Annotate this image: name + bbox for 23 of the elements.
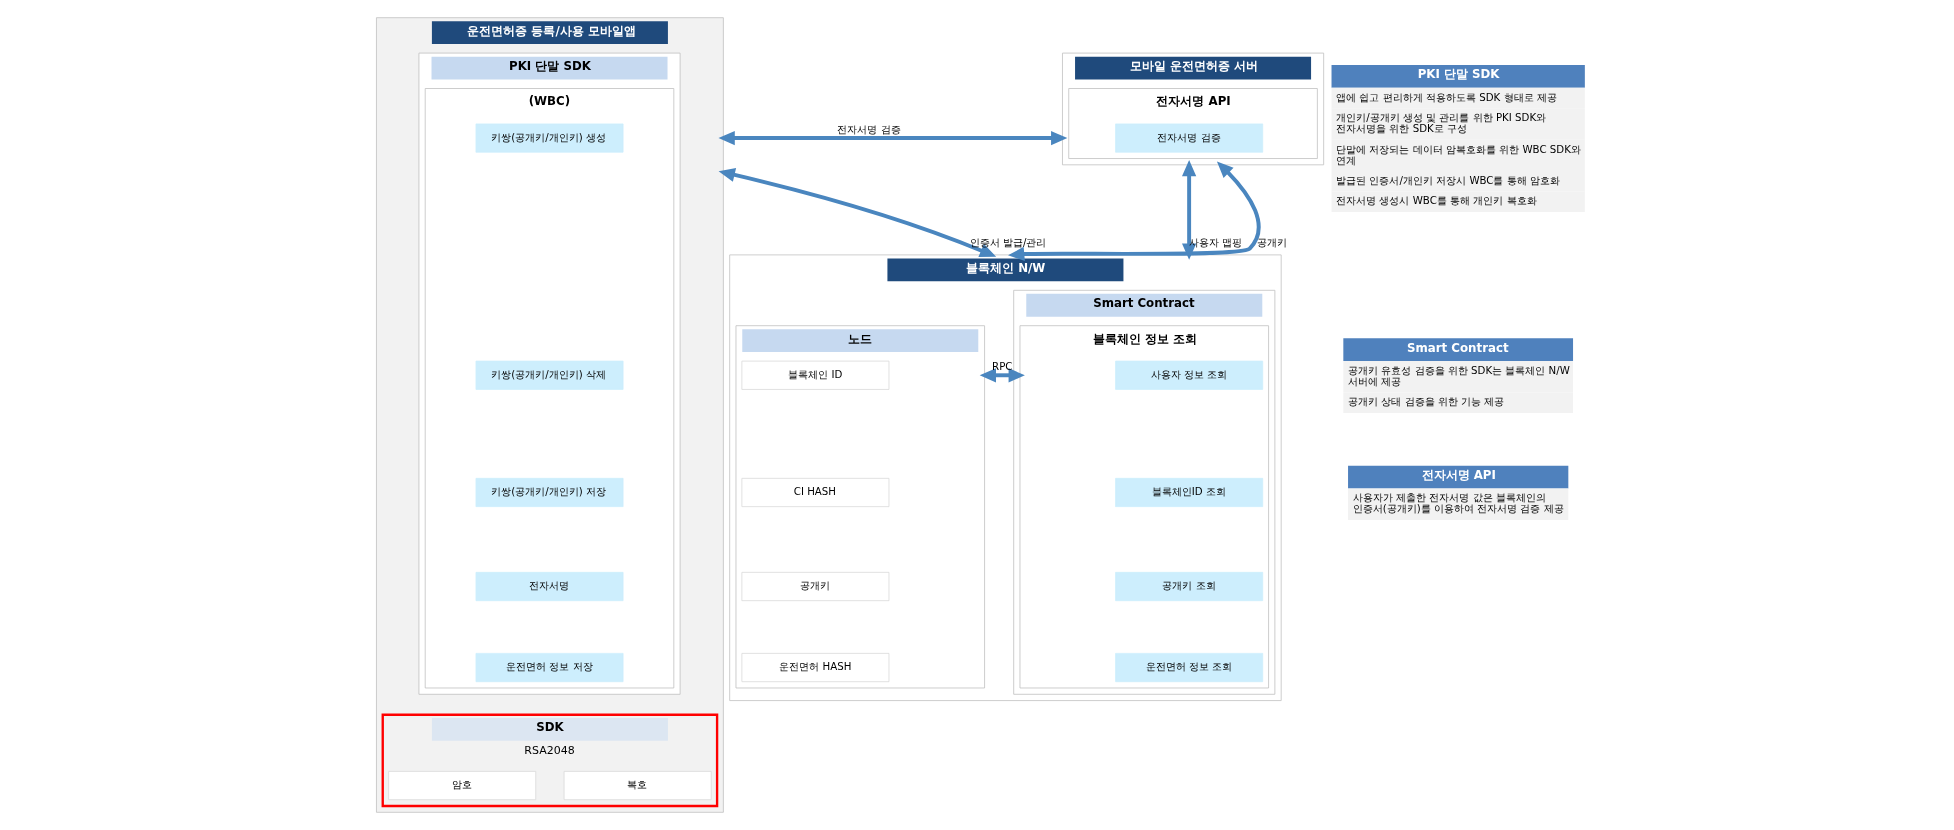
- node-box: 암호: [387, 771, 536, 801]
- node-box: 키쌍(공개키/개인키) 삭제: [475, 360, 623, 390]
- node-box: 블록체인ID 조회: [1114, 477, 1263, 508]
- node-box: 운전면허 HASH: [741, 653, 889, 683]
- node-box: 공개키 조회: [1114, 571, 1263, 602]
- node-box: 전자서명 검증: [1114, 123, 1263, 153]
- node-box: 키쌍(공개키/개인키) 저장: [475, 477, 623, 508]
- edge-label: RPC: [991, 361, 1012, 373]
- arrow: [718, 130, 1067, 146]
- edge-label: 인증서 발급/관리: [969, 236, 1046, 248]
- arrow: [718, 167, 996, 258]
- node-box: 운전면허 정보 저장: [475, 653, 623, 683]
- node-box: 블록체인 ID: [741, 360, 889, 390]
- node-box: 키쌍(공개키/개인키) 생성: [475, 123, 623, 153]
- node-box: 운전면허 정보 조회: [1114, 653, 1263, 683]
- node-box: 사용자 정보 조회: [1114, 360, 1263, 390]
- node-box: 전자서명: [475, 571, 623, 602]
- edge-label: 공개키: [1256, 236, 1287, 248]
- node-box: 복호: [563, 771, 712, 801]
- node-box: 공개키: [741, 571, 889, 602]
- node-box: CI HASH: [741, 477, 889, 508]
- edge-label: 전자서명 검증: [836, 123, 901, 135]
- arrow: [979, 368, 1025, 383]
